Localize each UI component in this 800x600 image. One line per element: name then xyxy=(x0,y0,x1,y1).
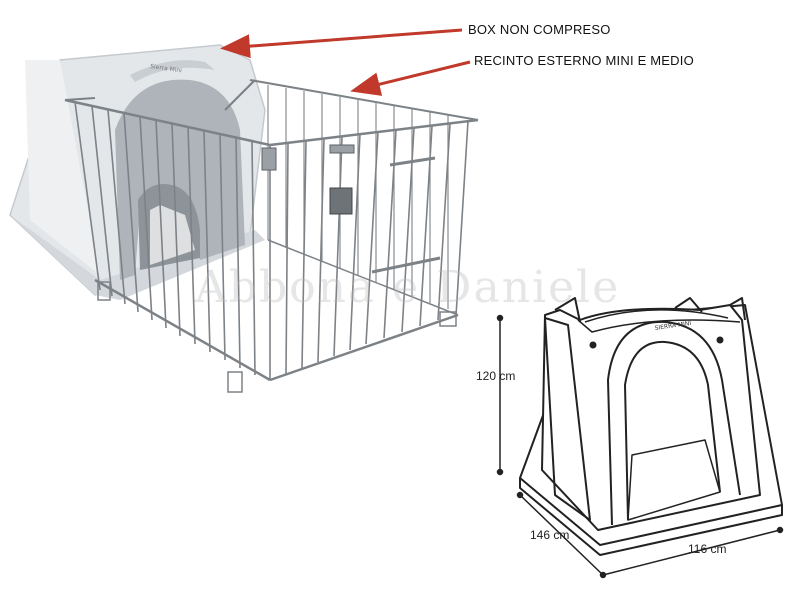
svg-text:Sierra Mini: Sierra Mini xyxy=(150,63,183,74)
dimension-width: 116 cm xyxy=(688,542,727,556)
hutch-body: Sierra Mini xyxy=(9,44,266,300)
label-box-not-included: BOX NON COMPRESO xyxy=(468,22,611,37)
fence-frame xyxy=(64,79,479,393)
dimension-height: 120 cm xyxy=(476,369,516,383)
arrow-to-box xyxy=(220,28,463,59)
dimension-depth: 146 cm xyxy=(530,528,570,542)
watermark-text: Abbona e Daniele xyxy=(195,262,621,313)
label-outer-fence: RECINTO ESTERNO MINI E MEDIO xyxy=(474,53,694,68)
arrow-to-fence xyxy=(350,60,471,96)
